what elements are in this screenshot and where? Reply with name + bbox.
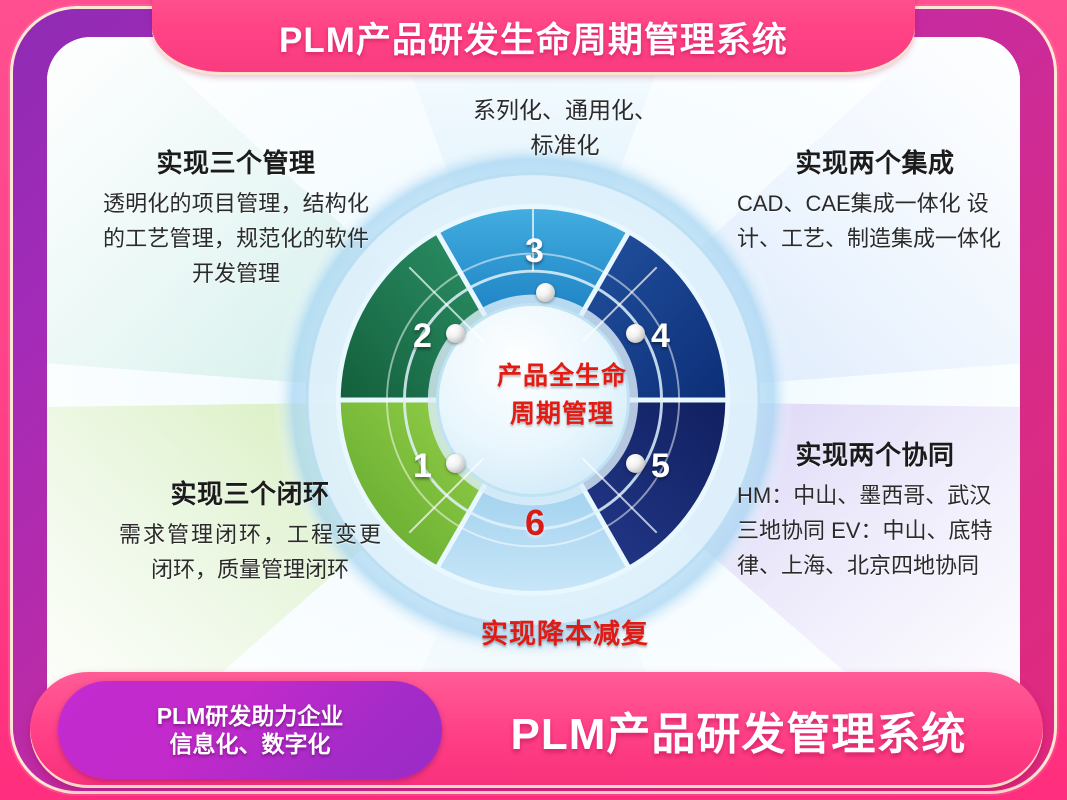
wheel-center-line2: 周期管理 xyxy=(509,400,614,428)
bottom-red-label: 实现降本减复 xyxy=(481,619,649,649)
wheel-center-label: 产品全生命 周期管理 xyxy=(467,357,657,433)
wheel-dot-3 xyxy=(536,283,555,302)
wheel-number-4: 4 xyxy=(651,317,670,355)
top-center-note-line1: 系列化、通用化、 xyxy=(473,97,657,123)
text-block-bottom-right-heading: 实现两个协同 xyxy=(795,440,955,470)
poster-inner-canvas: 1 2 3 4 5 6 产品全生命 周期管理 系列化、通用化、 标准化 实现降本… xyxy=(47,37,1020,763)
text-block-top-right-body: CAD、CAE集成一体化 设计、工艺、制造集成一体化 xyxy=(737,191,1002,251)
wheel-number-5: 5 xyxy=(651,447,670,485)
wheel-hub xyxy=(436,302,630,498)
bottom-banner: PLM研发助力企业 信息化、数字化 PLM产品研发管理系统 xyxy=(30,672,1043,788)
text-block-top-right: 实现两个集成 CAD、CAE集成一体化 设计、工艺、制造集成一体化 xyxy=(737,143,1013,257)
title-banner-text: PLM产品研发生命周期管理系统 xyxy=(279,21,788,60)
bottom-banner-main-text: PLM产品研发管理系统 xyxy=(510,710,967,759)
wheel-number-6: 6 xyxy=(525,502,546,543)
bottom-banner-pill: PLM研发助力企业 信息化、数字化 xyxy=(58,681,442,779)
diagram-artwork xyxy=(47,37,1020,763)
poster-bezel: 1 2 3 4 5 6 产品全生命 周期管理 系列化、通用化、 标准化 实现降本… xyxy=(13,9,1054,791)
bottom-banner-pill-line1: PLM研发助力企业 xyxy=(156,702,344,729)
text-block-top-right-heading: 实现两个集成 xyxy=(795,148,955,178)
title-banner: PLM产品研发生命周期管理系统 xyxy=(152,0,915,72)
text-block-bottom-right: 实现两个协同 HM：中山、墨西哥、武汉三地协同 EV：中山、底特律、上海、北京四… xyxy=(737,435,1013,583)
wheel-dot-2 xyxy=(446,324,465,343)
wheel-svg xyxy=(47,37,1020,763)
text-block-top-left-heading: 实现三个管理 xyxy=(156,148,316,178)
text-block-bottom-left-heading: 实现三个闭环 xyxy=(170,479,330,509)
bottom-banner-pill-line2: 信息化、数字化 xyxy=(169,731,331,757)
text-block-top-left: 实现三个管理 透明化的项目管理，结构化的工艺管理，规范化的软件开发管理 xyxy=(103,143,369,291)
wheel-dot-1 xyxy=(446,454,465,473)
text-block-bottom-right-body: HM：中山、墨西哥、武汉三地协同 EV：中山、底特律、上海、北京四地协同 xyxy=(737,483,993,578)
text-block-bottom-left-body: 需求管理闭环，工程变更闭环，质量管理闭环 xyxy=(119,522,381,582)
top-center-note-line2: 标准化 xyxy=(530,131,600,158)
text-block-bottom-left: 实现三个闭环 需求管理闭环，工程变更闭环，质量管理闭环 xyxy=(119,474,381,588)
wheel-number-3: 3 xyxy=(525,232,544,270)
wheel-number-1: 1 xyxy=(413,447,432,485)
top-center-note: 系列化、通用化、 标准化 xyxy=(415,93,715,163)
wheel-dot-4 xyxy=(626,324,645,343)
text-block-top-left-body: 透明化的项目管理，结构化的工艺管理，规范化的软件开发管理 xyxy=(103,191,369,286)
wheel-center-line1: 产品全生命 xyxy=(496,362,627,390)
wheel-number-2: 2 xyxy=(413,317,432,355)
wheel-dot-5 xyxy=(626,454,645,473)
